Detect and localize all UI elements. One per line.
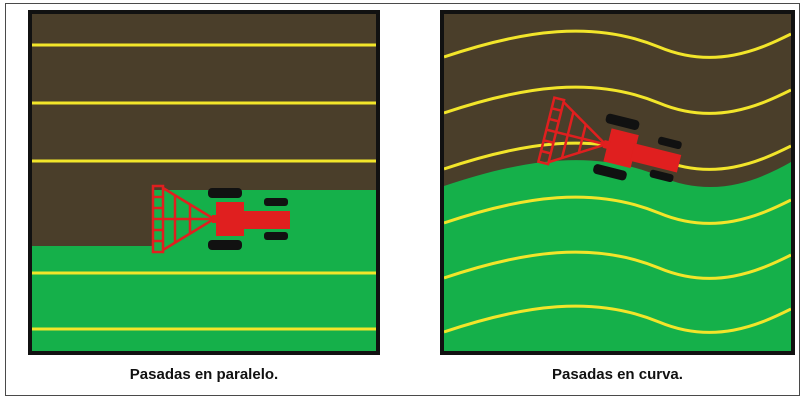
caption-curved: Pasadas en curva. <box>440 366 795 383</box>
curved-passes-diagram <box>444 14 791 351</box>
caption-parallel: Pasadas en paralelo. <box>28 366 380 383</box>
parallel-passes-diagram <box>32 14 376 351</box>
curved-passes-panel <box>440 10 795 355</box>
parallel-passes-panel <box>28 10 380 355</box>
